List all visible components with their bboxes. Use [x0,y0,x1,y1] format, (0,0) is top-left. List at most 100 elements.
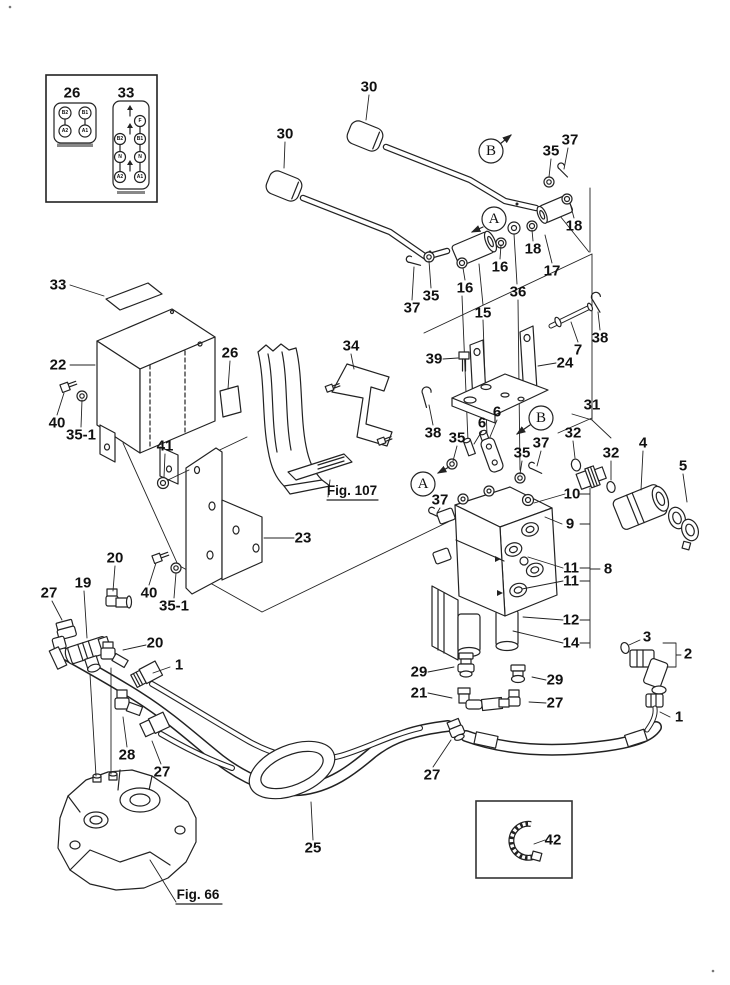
port-label-B2: B2 [62,110,69,116]
nipple-31 [575,465,607,490]
port-label-B2: B2 [117,136,124,142]
view-arrows [436,134,531,474]
cotter-pin-37 [557,162,569,178]
hose-end-27 [139,711,171,738]
part-callout-35: 35 [514,445,531,462]
part-callout-9: 9 [566,516,574,533]
part-callout-35-1: 35-1 [159,598,189,615]
view-circle-A [410,471,436,497]
lever-knob-30 [346,120,384,152]
port-circle-B1 [133,132,147,146]
part-callout-20: 20 [147,635,164,652]
decal-26 [219,385,242,418]
part-callout-37: 37 [533,435,550,452]
stay-arm-fig107 [287,453,353,481]
part-callout-18: 18 [566,218,583,235]
port-circle-A1 [78,124,92,138]
part-callout-4: 4 [639,435,648,452]
part-callout-11: 11 [563,560,579,577]
part-callout-27: 27 [547,695,564,712]
port-label-B1: B1 [137,136,144,142]
bracket-34 [324,363,393,447]
part-callout-27: 27 [154,764,171,781]
part-callout-35: 35 [423,288,440,305]
console-panel [257,343,353,495]
dust-cap-5 [667,506,700,551]
hose-loop-25 [248,740,336,800]
port-label-A1: A1 [137,174,144,180]
part-callout-1: 1 [175,657,183,674]
view-letter-B: B [536,410,546,426]
part-callout-8: 8 [604,561,612,578]
under-valve-fittings [446,652,648,749]
part-callout-36: 36 [510,284,527,301]
hydraulic-hoses [57,647,662,800]
part-callout-35: 35 [543,143,560,160]
part-callout-15: 15 [475,305,492,322]
elbow-fitting-2 [620,641,669,733]
part-callout-34: 34 [343,338,360,355]
lever-knob-30 [265,170,303,202]
hose-end-1 [130,660,164,689]
port-circle-A2 [113,170,127,184]
fig-ref-107: Fig. 107 [327,483,377,498]
part-callout-41: 41 [157,438,174,455]
clamp-band-box [475,800,573,879]
cotter-pin-37 [405,255,422,266]
port-circle-A1 [133,170,147,184]
part-callout-39: 39 [426,351,443,368]
part-callout-27: 27 [424,767,441,784]
control-valve [431,485,558,661]
view-circle-B [478,138,504,164]
port-label-B1: B1 [82,110,89,116]
pin-7 [586,302,594,312]
part-callout-31: 31 [584,397,601,414]
elbow-20 [105,588,133,609]
bolt-40 [59,380,78,394]
part-callout-26: 26 [222,345,239,362]
part-callout-26: 26 [64,85,81,102]
part-callout-10: 10 [564,486,581,503]
part-callout-38: 38 [592,330,609,347]
part-callout-32: 32 [565,425,582,442]
valve-mounting-hardware [428,429,543,519]
port-label-N: N [118,154,122,160]
nut-27 [498,689,521,708]
cotter-pin-37 [528,461,543,474]
part-callout-23: 23 [295,530,312,547]
decal-33-microtext [117,191,145,194]
hydraulic-pump-fig66 [57,769,197,891]
port-label-F: F [138,118,141,124]
port-circle-B1 [78,106,92,120]
part-callout-7: 7 [574,342,582,359]
part-callout-21: 21 [411,685,428,702]
quick-coupler-4 [612,484,670,530]
part-callout-18: 18 [525,241,542,258]
snap-clip-38 [421,386,432,409]
port-circle-B2 [58,106,72,120]
port-circle-N [133,150,147,164]
scan-dot [8,5,12,9]
part-callout-28: 28 [119,747,136,764]
part-callout-1: 1 [675,709,683,726]
view-letter-A: A [489,211,500,227]
part-callout-32: 32 [603,445,620,462]
left-fitting-cluster [48,588,171,738]
leader-lines [51,94,688,903]
o-ring-32 [606,480,616,494]
part-callout-12: 12 [563,612,580,629]
hose-end-1 [644,693,664,733]
view-circle-B [528,405,554,431]
joint-plate-6 [480,437,504,473]
part-callout-16: 16 [492,259,509,276]
part-callout-11: 11 [563,573,579,590]
part-callout-30: 30 [361,79,378,96]
part-callout-6: 6 [478,415,486,432]
coupler-fitting-group [570,458,700,551]
part-callout-37: 37 [562,132,579,149]
elbow-20 [100,641,129,669]
part-callout-37: 37 [404,300,421,317]
part-callout-42: 42 [545,832,562,849]
